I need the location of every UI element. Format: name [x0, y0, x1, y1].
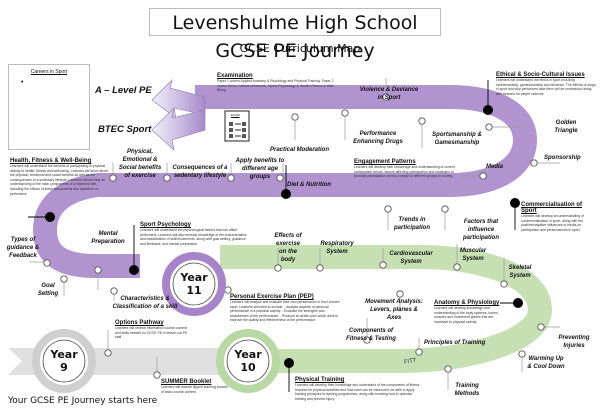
topic-sponsorship: Sponsorship	[544, 155, 581, 161]
info-heading: Personal Exercise Plan (PEP)	[230, 294, 314, 300]
page-subtitle: GCSE Curriculum Map	[239, 42, 361, 55]
info-text: Learners will understand the ethics in s…	[496, 78, 596, 96]
topic-cardiovascular: Cardiovascular System	[389, 251, 433, 265]
info-text: Learners will develop their knowledge an…	[295, 383, 420, 401]
info-text: Paper 1 covers Applied Anatomy & Physiol…	[217, 79, 335, 93]
topic-characteristics: Characteristics & Classification of a sk…	[112, 296, 178, 310]
year10-line1: Year	[234, 348, 262, 361]
topic-practical-moderation: Practical Moderation	[270, 147, 330, 153]
topic-consequences: Consequences of a sedentary lifestyle	[172, 165, 228, 179]
info-anatomy: Anatomy & Physiology Learners will devel…	[434, 300, 506, 324]
a-level-label: A – Level PE	[95, 85, 152, 96]
topic-types-guidance: Types of guidance & Feedback	[6, 237, 40, 259]
year9-line2: 9	[60, 361, 68, 374]
connector-lines	[30, 78, 560, 390]
careers-bullet: •	[21, 79, 24, 86]
topic-violence: Violence & Deviance in Sport	[359, 87, 419, 101]
topic-components-fitness: Components of Fitness & Testing	[346, 328, 396, 342]
info-text: Learners will develop their knowledge an…	[354, 165, 455, 179]
year9-ring	[32, 329, 96, 393]
info-text: Learners will develop knowledge and unde…	[434, 306, 499, 324]
topic-skeletal: Skeletal System	[508, 265, 532, 279]
info-heading: Commercialisation of Sport	[521, 202, 583, 214]
topic-muscular: Muscular System	[459, 248, 487, 262]
topic-nodes	[43, 93, 545, 379]
topic-diet: Diet & Nutrition	[287, 182, 331, 188]
topic-sportsmanship: Sportsmanship & Gamesmanship	[432, 132, 482, 146]
year11-line1: Year	[180, 271, 208, 284]
topic-apply-benefits: Apply benefits to different age groups	[235, 158, 285, 180]
info-heading: Physical Training	[295, 377, 345, 383]
year11-badge: Year 11	[174, 271, 214, 297]
topic-golden-triangle: Golden Triangle	[554, 120, 578, 134]
info-engagement: Engagement Patterns Learners will develo…	[354, 159, 464, 179]
topic-media: Media	[486, 164, 504, 170]
info-text: Learners will understand the benefits of…	[10, 164, 109, 196]
topic-physical-benefits: Physical, Emotional & Social benefits of…	[118, 149, 162, 179]
info-text: Learners will develop an understanding o…	[521, 214, 584, 232]
careers-in-sport-box: Careers in Sport •	[8, 64, 90, 150]
info-sport-psychology: Sport Psychology Learners will understan…	[140, 222, 250, 246]
btec-arrow	[151, 107, 206, 151]
info-heading: SUMMER Booklet	[161, 379, 212, 385]
year11-ring	[162, 252, 226, 316]
topic-goal-setting: Goal Setting	[37, 283, 59, 297]
info-heading: Anatomy & Physiology	[434, 300, 500, 306]
topic-training-methods: Training Methods	[454, 383, 480, 397]
topic-trends: Trends in participation	[393, 217, 430, 231]
milestone-nodes	[45, 105, 523, 368]
exam-icon	[224, 110, 250, 142]
info-heading: Health, Fitness & Well-Being	[10, 158, 92, 164]
year9-line1: Year	[50, 348, 78, 361]
topic-ped: Performance Enhancing Drugs	[353, 131, 403, 145]
topic-respiratory: Respiratory System	[320, 241, 354, 255]
info-text: Learners will understand the psychologic…	[140, 228, 247, 246]
year11-line2: 11	[186, 284, 202, 297]
info-text: Learners will analyse and evaluate their…	[230, 300, 340, 323]
year9-badge: Year 9	[44, 348, 84, 374]
year10-ring	[216, 329, 280, 393]
careers-title: Careers in Sport	[30, 69, 68, 75]
exam-icon-label: EXAM	[231, 113, 240, 117]
topic-principles-training: Principles of Training	[424, 340, 486, 346]
year11-track-lower	[32, 85, 538, 278]
info-heading: Examination	[217, 73, 253, 79]
year10-badge: Year 10	[228, 348, 268, 374]
info-heading: Sport Psychology	[140, 222, 192, 228]
topic-effects-exercise: Effects of exercise on the body	[274, 233, 302, 263]
topic-movement-analysis: Movement Analysis: Levers, planes & Axes	[365, 299, 423, 321]
info-physical-training: Physical Training Learners will develop …	[295, 377, 420, 401]
info-heading: Options Pathway	[115, 320, 164, 326]
info-text: Learners will receive information course…	[115, 326, 188, 340]
topic-warming-up: Warming Up & Cool Down	[527, 356, 565, 370]
info-pep: Personal Exercise Plan (PEP) Learners wi…	[230, 294, 340, 323]
info-examination: Examination Paper 1 covers Applied Anato…	[217, 73, 335, 93]
info-commercialisation: Commercialisation of Sport Learners will…	[521, 202, 593, 232]
btec-label: BTEC Sport	[98, 124, 152, 135]
journey-start-text: Your GCSE PE Journey starts here	[8, 396, 158, 406]
info-text: Learners will receive flipped learning b…	[161, 385, 228, 394]
year10-track	[220, 245, 553, 373]
info-health: Health, Fitness & Well-Being Learners wi…	[10, 158, 110, 196]
info-summer: SUMMER Booklet Learners will receive fli…	[161, 379, 231, 394]
info-ethical: Ethical & Socio-Cultural Issues Learners…	[496, 72, 596, 96]
year10-line2: 10	[240, 361, 256, 374]
topic-mental-prep: Mental Preparation	[91, 231, 125, 245]
info-options: Options Pathway Learners will receive in…	[115, 320, 190, 340]
info-heading: Ethical & Socio-Cultural Issues	[496, 72, 585, 78]
topic-factors: Factors that influence participation	[462, 219, 499, 241]
topic-preventing-injuries: Preventing Injuries	[558, 335, 590, 349]
page-title: Levenshulme High School GCSE PE Journey	[149, 8, 441, 62]
info-heading: Engagement Patterns	[354, 159, 416, 165]
